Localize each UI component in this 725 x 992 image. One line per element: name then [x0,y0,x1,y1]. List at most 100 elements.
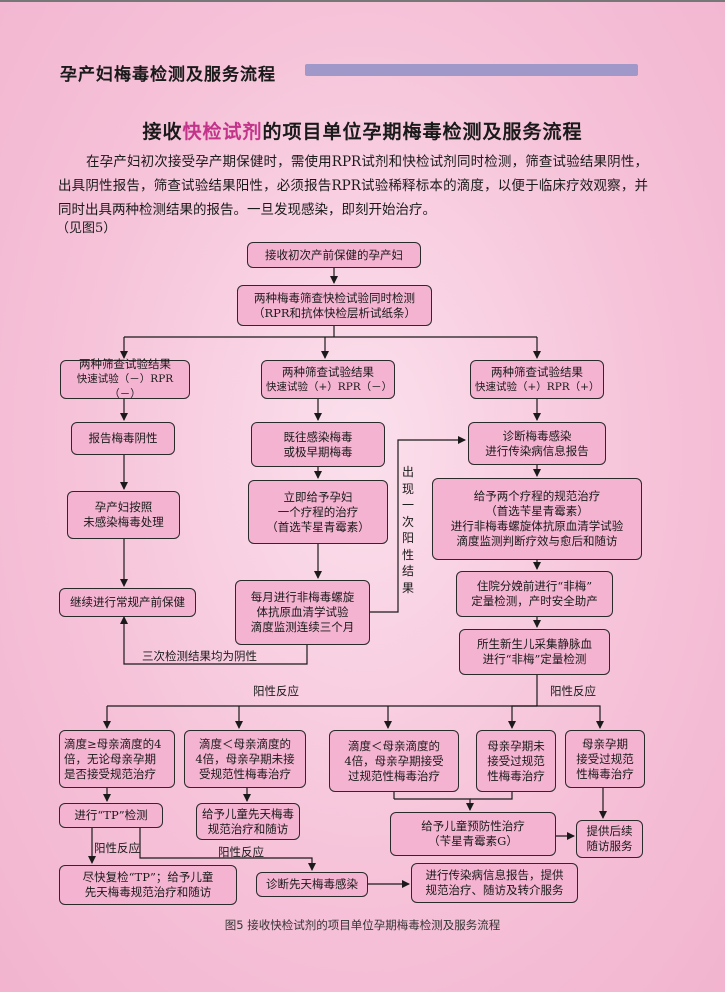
intro-paragraph: 在孕产妇初次接受孕产期保健时，需使用RPR试剂和快检试剂同时检测，筛查试验结果阴… [58,154,648,218]
node-diagnose-congenital: 诊断先天梅毒感染 [256,872,368,897]
node-text: 快速试验（+）RPR（+） [475,380,600,393]
node-text: 尽快复检“TP”；给予儿童 [82,870,214,884]
node-text: 两种筛查试验结果 [79,357,171,371]
node-text: 规范治疗、随访及转介服务 [425,883,564,897]
node-text: （RPR和抗体快检层析试纸条） [252,305,417,320]
node-text: 滴度＜母亲滴度的 [348,738,440,753]
top-border [0,0,725,2]
node-result-neg-neg: 两种筛查试验结果快速试验（－）RPR（－） [60,357,190,400]
node-text: 报告梅毒阴性 [88,431,158,445]
node-text: 住院分娩前进行“非梅” [476,579,593,593]
page-title: 接收快检试剂的项目单位孕期梅毒检测及服务流程 [0,117,725,144]
node-tp-test: 进行“TP”检测 [59,803,163,828]
node-text: 进行“TP”检测 [74,808,148,822]
node-text: 滴度监测连续三个月 [250,620,355,634]
node-text: 快速试验（+）RPR（－） [266,380,393,393]
node-text: 提供后续 [586,824,633,838]
node-report-and-referral: 进行传染病信息报告，提供规范治疗、随访及转介服务 [411,863,578,903]
node-text: 两种梅毒筛查快检试验同时检测 [254,290,415,305]
node-two-course-treatment: 给予两个疗程的规范治疗（首选苄星青霉素）进行非梅毒螺旋体抗原血清学试验滴度监测判… [432,478,642,560]
node-text: 4倍，母亲孕期未接 [195,751,295,766]
node-text: 接受过规范 [487,753,545,768]
node-pregnant-women: 接收初次产前保健的孕产妇 [247,242,421,268]
node-text: 立即给予孕妇 [283,489,353,504]
node-past-infection: 既往感染梅毒或极早期梅毒 [251,422,385,467]
node-mother-treated: 母亲孕期接受过规范性梅毒治疗 [565,730,645,788]
node-dual-test: 两种梅毒筛查快检试验同时检测（RPR和抗体快检层析试纸条） [237,285,432,326]
label-tp-positive-1: 阳性反应 [94,841,140,855]
node-text: （苄星青霉素G） [428,834,518,848]
node-treat-as-uninfected: 孕产妇按照未感染梅毒处理 [67,491,180,539]
node-text: 先天梅毒规范治疗和随访 [84,885,212,899]
node-result-pos-pos: 两种筛查试验结果快速试验（+）RPR（+） [470,360,604,399]
node-text: 两种筛查试验结果 [282,364,374,379]
see-figure-note: （见图5） [56,221,117,236]
node-followup-services: 提供后续随访服务 [576,820,643,858]
node-text: 4倍，母亲孕期接受 [344,753,444,768]
node-text: 或极早期梅毒 [283,444,353,459]
node-text: 性梅毒治疗 [576,766,634,781]
node-congenital-treatment: 给予儿童先天梅毒规范治疗和随访 [196,803,300,840]
node-pre-delivery-test: 住院分娩前进行“非梅”定量检测，产时安全助产 [456,571,613,617]
node-preventive-treatment: 给予儿童预防性治疗（苄星青霉素G） [390,812,556,856]
node-text: 给予儿童预防性治疗 [421,819,525,833]
node-text: 未感染梅毒处理 [83,515,164,529]
node-text: 两种筛查试验结果 [491,364,583,379]
node-text: 滴度监测判断疗效与愈后和随访 [456,534,618,548]
node-text: 过规范性梅毒治疗 [348,768,440,783]
label-positive-right: 阳性反应 [550,684,596,698]
node-text: 倍，无论母亲孕期 [64,751,156,766]
label-three-negative: 三次检测结果均为阴性 [142,649,257,663]
title-highlight: 快检试剂 [182,121,263,143]
node-text: 每月进行非梅毒螺旋 [250,590,355,604]
node-diagnose-syphilis: 诊断梅毒感染进行传染病信息报告 [468,422,606,465]
node-text: 是否接受规范治疗 [64,766,156,781]
node-monthly-monitoring: 每月进行非梅毒螺旋体抗原血清学试验滴度监测连续三个月 [235,580,370,645]
node-text: 给予两个疗程的规范治疗 [473,489,601,503]
node-text: 滴度＜母亲滴度的 [199,736,291,751]
title-prefix: 接收 [142,121,183,143]
node-text: 一个疗程的治疗 [277,504,359,519]
header-decor-bar [305,64,638,76]
node-text: 所生新生儿采集静脉血 [477,637,592,651]
node-text: 母亲孕期未 [487,738,545,753]
node-text: 母亲孕期 [582,736,628,751]
node-text: 随访服务 [586,839,633,853]
node-text: 性梅毒治疗 [487,768,545,783]
node-text: 接收初次产前保健的孕产妇 [265,247,403,262]
node-text: 规范治疗和随访 [207,821,289,836]
node-text: 进行“非梅”定量检测 [482,652,587,666]
label-positive-once: 出现一次阳性结果 [401,465,414,595]
node-text: 快速试验（－）RPR（－） [76,373,174,400]
node-text: 给予儿童先天梅毒 [202,806,294,821]
node-text: 滴度≥母亲滴度的4 [64,736,162,751]
node-text: （首选苄星青霉素） [266,519,370,534]
section-header-title: 孕产妇梅毒检测及服务流程 [60,65,276,85]
node-recheck-tp: 尽快复检“TP”；给予儿童先天梅毒规范治疗和随访 [59,865,237,905]
node-text: 孕产妇按照 [94,500,153,514]
node-text: 进行传染病信息报告 [485,443,589,458]
node-one-course-treatment: 立即给予孕妇一个疗程的治疗（首选苄星青霉素） [248,480,388,544]
node-report-negative: 报告梅毒阴性 [71,422,175,455]
figure-caption: 图5 接收快检试剂的项目单位孕期梅毒检测及服务流程 [224,918,501,932]
node-result-pos-neg: 两种筛查试验结果快速试验（+）RPR（－） [261,360,395,399]
node-text: 定量检测，产时安全助产 [471,594,598,608]
node-text: 进行非梅毒螺旋体抗原血清学试验 [450,519,624,533]
node-text: 接受过规范 [576,751,634,766]
node-text: 进行传染病信息报告，提供 [425,868,564,882]
node-text: 既往感染梅毒 [283,429,353,444]
label-tp-positive-2: 阳性反应 [218,845,264,859]
node-text: 继续进行常规产前保健 [70,595,185,609]
node-text: 受规范性梅毒治疗 [199,766,291,781]
node-mother-untreated: 母亲孕期未接受过规范性梅毒治疗 [476,730,556,792]
node-newborn-test: 所生新生儿采集静脉血进行“非梅”定量检测 [459,629,610,675]
node-routine-care: 继续进行常规产前保健 [59,588,196,617]
label-positive-left: 阳性反应 [253,684,299,698]
node-text: 诊断梅毒感染 [502,428,572,443]
node-text: 体抗原血清学试验 [256,605,349,619]
title-suffix: 的项目单位孕期梅毒检测及服务流程 [262,121,583,143]
node-text: （首选苄星青霉素） [485,504,589,518]
